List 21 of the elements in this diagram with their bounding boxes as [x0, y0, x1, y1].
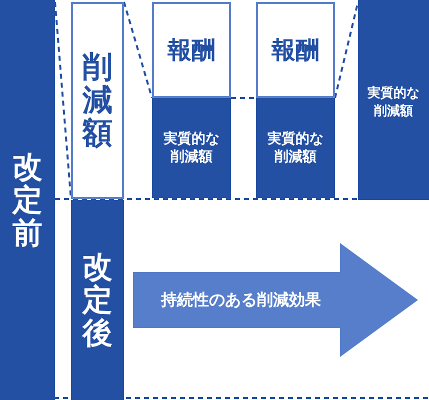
amount-box — [152, 2, 231, 98]
amount-box — [256, 98, 335, 198]
label-text: 改定前 — [12, 150, 42, 250]
amount-box — [71, 2, 124, 199]
label-text: 報酬 — [272, 35, 320, 66]
block-arrow — [133, 243, 418, 357]
dashed-connector — [55, 198, 358, 200]
label-text: 実質的な削減額 — [366, 84, 420, 120]
label-text: 報酬 — [168, 35, 216, 66]
column-bar — [71, 200, 124, 400]
dashed-connector — [231, 97, 256, 99]
label-text: 改定後 — [82, 250, 112, 350]
label-text: 持続性のある削減効果 — [161, 290, 321, 310]
column-bar — [358, 0, 429, 200]
amount-box — [256, 2, 335, 98]
label-text: 実質的な削減額 — [162, 130, 220, 166]
column-bar — [0, 0, 55, 400]
amount-box — [152, 98, 231, 198]
label-text: 削減額 — [82, 51, 112, 150]
dashed-connector — [123, 2, 153, 98]
label-text: 実質的な削減額 — [266, 130, 324, 166]
